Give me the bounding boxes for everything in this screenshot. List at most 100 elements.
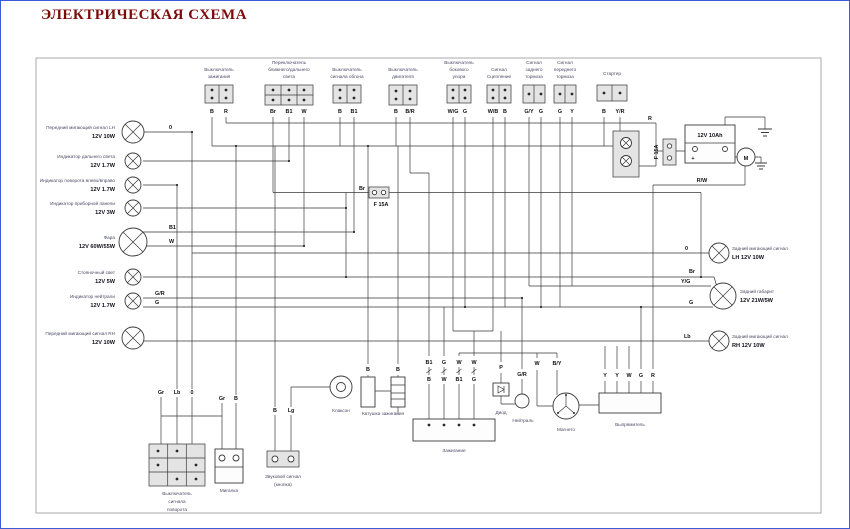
fuse-label: F 15A <box>374 202 389 208</box>
pin-label: B <box>338 109 342 115</box>
component-label: Нейтраль <box>512 417 534 423</box>
lamp-name: Задний мигающий сигнал <box>732 333 788 339</box>
dashboard-indicator-lamp: Индикатор приборной панели 12V 3W <box>50 199 142 217</box>
wire-label-0: 0 <box>169 125 172 131</box>
pin-label: G <box>639 373 643 379</box>
high-beam-indicator-lamp: Индикатор дальнего света 12V 1.7W <box>57 152 142 170</box>
switch-label: Сигнал <box>557 60 573 65</box>
switch-label: Сигнал <box>491 67 507 72</box>
neutral-indicator-lamp: Индикатор нейтрали 12V 1.7W <box>70 292 142 310</box>
switch-label: тормоза <box>525 74 543 79</box>
lamp-spec: LH 12V 10W <box>732 255 765 261</box>
wire-label-gr: G/R <box>155 291 165 297</box>
switch-label: Выключатель <box>388 67 418 72</box>
wiring <box>143 116 766 451</box>
wire-label-yg: Y/G <box>681 279 690 285</box>
wire-label-g: G <box>155 300 159 306</box>
pin-label: B <box>394 109 398 115</box>
pin-label: G <box>558 109 562 115</box>
motor-ground-icon <box>755 162 767 170</box>
lamp-name: Индикатор поворота влево/вправо <box>40 178 116 183</box>
pin-label: B <box>234 396 238 402</box>
pin-label: B1 <box>351 109 358 115</box>
turn-signal-switch: Gr Lb 0 Выключатель сигнала поворота <box>148 390 206 512</box>
pin-label: R <box>651 373 655 379</box>
turn-indicator-lamp: Индикатор поворота влево/вправо 12V 1.7W <box>40 176 142 194</box>
pin-label: B <box>503 109 507 115</box>
lamp-name: Задний мигающий сигнал <box>732 245 788 251</box>
wire-label-br: Br <box>689 269 696 275</box>
wire-label-0: 0 <box>685 246 688 252</box>
battery-label: 12V 10Ah <box>697 133 723 139</box>
component-label: Диод <box>495 410 506 415</box>
lamp-name: Фара <box>104 235 116 240</box>
pin-label: G <box>539 109 543 115</box>
lamp-name: Передний мигающий сигнал RH <box>45 330 115 336</box>
switch-label: Выключатель <box>444 60 474 65</box>
pin-label: B <box>273 408 277 414</box>
pin-label: Br <box>270 109 277 115</box>
component-label: поворота <box>167 507 187 512</box>
pin-label: W <box>301 109 307 115</box>
wire-label-r: R <box>648 116 652 122</box>
pin-label: Y <box>603 373 607 379</box>
pin-label: B <box>396 367 400 373</box>
horn-button: B Lg Звуковой сигнал (кнопка) <box>265 408 301 487</box>
switch-label: зажигания <box>208 74 231 79</box>
ignition-coil: B B Катушка зажигания <box>360 367 406 416</box>
right-wire-labels: 0 Br Y/G G Lb <box>681 246 696 340</box>
lamp-spec: 12V 1.7W <box>90 187 115 193</box>
component-label: Звуковой сигнал <box>265 473 301 479</box>
pin-label: Gr <box>158 390 165 396</box>
dimmer-switch: Переключатель ближнего/дальнего света Br… <box>264 60 314 115</box>
battery-ground-icon <box>758 128 772 137</box>
pin-label: B <box>427 377 431 383</box>
pin-label: G <box>463 109 467 115</box>
pin-label: G <box>442 360 446 366</box>
horn: Клаксон <box>329 375 353 413</box>
lamp-spec: 12V 21W/5W <box>740 298 774 304</box>
lamp-spec: 12V 1.7W <box>90 303 115 309</box>
pin-label: Y/R <box>616 109 625 115</box>
lamp-name: Индикатор приборной панели <box>50 200 115 206</box>
component-label: Мигалка <box>220 488 239 493</box>
pin-label: W/B <box>488 109 499 115</box>
switch-label: бокового <box>449 67 469 72</box>
battery-plus: + <box>691 156 694 162</box>
component-label: Катушка зажигания <box>362 411 405 416</box>
pin-label: W <box>471 360 477 366</box>
rear-turn-signal-rh-lamp: Задний мигающий сигнал RH 12V 10W <box>708 330 788 352</box>
wire-label-b1: B1 <box>169 225 176 231</box>
lamp-spec: 12V 10W <box>92 134 116 140</box>
battery-wire-labels: R R/W <box>648 116 708 184</box>
pin-label: B <box>366 367 370 373</box>
pin-label: B <box>210 109 214 115</box>
side-stand-switch: Выключатель бокового упора W/G G <box>444 60 474 115</box>
parking-light-lamp: Стояночный свет 12V 5W <box>78 268 142 286</box>
diagram-frame <box>35 57 822 514</box>
fuse-label: F 15A <box>654 145 660 160</box>
switch-label: Сцепление <box>487 74 512 79</box>
neutral-switch: G/R Нейтраль <box>512 372 534 423</box>
switch-label: Сигнал <box>526 60 542 65</box>
starter-relay <box>612 130 640 178</box>
switch-label: переднего <box>554 67 577 72</box>
switch-label: Выключатель <box>332 67 362 72</box>
pin-label: 0 <box>191 390 194 396</box>
component-label: (кнопка) <box>274 482 292 487</box>
clutch-signal-switch: Сигнал Сцепление W/B B <box>486 67 512 115</box>
junction-dots <box>175 130 703 309</box>
rear-brake-switch: Сигнал заднего тормоза G/Y G <box>522 60 546 115</box>
pin-label: B1 <box>286 109 293 115</box>
component-label: Зажигание <box>442 448 466 453</box>
page-title: ЭЛЕКТРИЧЕСКАЯ СХЕМА <box>41 7 248 23</box>
pin-label: G <box>472 377 476 383</box>
switch-label: Выключатель <box>204 67 234 72</box>
flasher-relay: Gr B Мигалка <box>214 396 244 493</box>
starter-motor: M <box>736 147 756 167</box>
component-label: Выключатель <box>162 491 192 496</box>
battery-fuse: F 15A <box>654 138 677 166</box>
wire-label-g: G <box>689 300 693 306</box>
pin-label: B1 <box>426 360 433 366</box>
wire-label-rw: R/W <box>697 178 708 184</box>
